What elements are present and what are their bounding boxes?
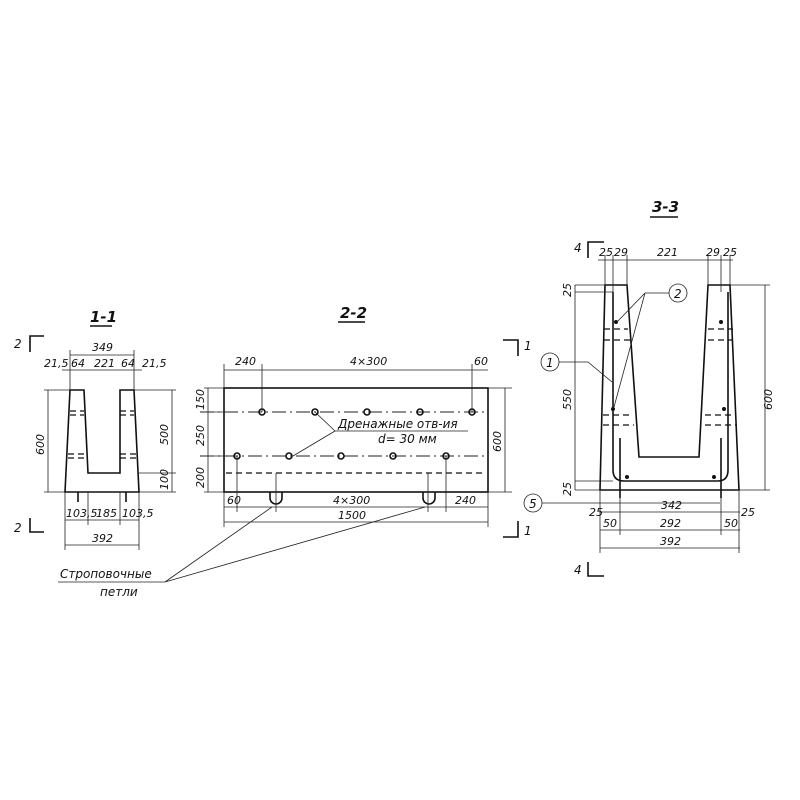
dim-t3: 221 xyxy=(657,246,678,259)
dim-edge-right: 21,5 xyxy=(142,357,167,370)
cut-marker-bottom-bracket xyxy=(587,562,604,577)
drain-holes-hidden xyxy=(603,328,736,426)
dim-height: 600 xyxy=(491,431,504,452)
dim-v2: 250 xyxy=(194,425,207,446)
section-title: 3-3 xyxy=(652,198,679,216)
lift-loops-label-1: Строповочные xyxy=(60,567,152,581)
cut-marker-bottom: 2 xyxy=(14,521,22,535)
dim-b1: 25 xyxy=(589,506,603,519)
dim-base-right: 103,5 xyxy=(122,507,154,520)
cut-marker-top: 1 xyxy=(524,339,532,353)
drain-holes xyxy=(233,408,476,460)
dim-top-right: 60 xyxy=(474,355,488,368)
section-2-2: 2-2 1 1 240 4×300 60 150 250 200 600 60 xyxy=(58,304,532,599)
dim-length: 1500 xyxy=(338,509,366,522)
dim-wall-right: 64 xyxy=(121,357,135,370)
dim-inner: 221 xyxy=(94,357,115,370)
channel-side-view xyxy=(223,387,489,493)
drain-hole xyxy=(363,408,371,416)
dim-349: 349 xyxy=(92,341,113,354)
cut-marker-bottom: 4 xyxy=(574,563,582,577)
cut-marker-top-bracket xyxy=(29,335,44,352)
cut-marker-top-bracket xyxy=(503,339,519,356)
dim-t5: 25 xyxy=(723,246,737,259)
callout-1-leader xyxy=(559,361,613,383)
section-title: 1-1 xyxy=(90,308,117,326)
drain-holes-hidden xyxy=(68,410,136,459)
cut-marker-bottom-bracket xyxy=(503,521,519,538)
section-1-1: 1-1 2 2 349 21,5 64 221 64 21,5 600 500 … xyxy=(14,308,176,550)
dimension-lines xyxy=(574,255,770,553)
drain-hole xyxy=(389,452,397,460)
rebar-vertical-bars xyxy=(619,438,722,498)
cut-marker-bottom: 1 xyxy=(524,524,532,538)
dim-base-mid: 185 xyxy=(96,507,117,520)
drain-hole xyxy=(416,408,424,416)
dim-b2: 342 xyxy=(661,499,682,512)
callout-2-leader xyxy=(613,292,669,408)
dim-height: 600 xyxy=(34,434,47,455)
dim-c2: 292 xyxy=(660,517,681,530)
dimension-lines xyxy=(204,364,512,527)
drain-holes-label: Дренажные отв-ия xyxy=(337,417,458,431)
lifting-loops xyxy=(77,492,127,502)
dim-top-mid: 4×300 xyxy=(350,355,387,368)
dim-l1: 25 xyxy=(561,283,574,297)
section-3-3: 3-3 4 4 25 29 221 29 25 25 550 25 600 25… xyxy=(523,198,775,577)
dimension-lines xyxy=(44,350,176,550)
dim-top-left: 240 xyxy=(235,355,256,368)
section-title: 2-2 xyxy=(340,304,367,322)
dim-v1: 150 xyxy=(194,389,207,410)
dim-wall-left: 64 xyxy=(71,357,85,370)
dim-edge-left: 21,5 xyxy=(44,357,69,370)
dim-v3: 200 xyxy=(194,467,207,488)
dim-l3: 25 xyxy=(561,482,574,496)
dim-bottom-mid: 4×300 xyxy=(333,494,370,507)
dim-b3: 25 xyxy=(741,506,755,519)
drain-leader xyxy=(292,411,468,457)
dim-bottom-right: 240 xyxy=(455,494,476,507)
dim-t4: 29 xyxy=(706,246,720,259)
lift-loop-leader xyxy=(58,506,426,583)
dim-base-left: 103,5 xyxy=(66,507,98,520)
channel-profile xyxy=(599,284,740,491)
channel-profile xyxy=(64,389,140,493)
dim-base: 392 xyxy=(660,535,681,548)
cut-marker-top: 2 xyxy=(14,337,22,351)
dim-floor: 100 xyxy=(158,469,171,490)
cut-marker-top-bracket xyxy=(587,241,604,258)
rebar-u-bar xyxy=(612,292,729,482)
dim-c1: 50 xyxy=(603,517,617,530)
lift-loops-label-2: петли xyxy=(100,585,138,599)
callout-5: 5 xyxy=(529,497,537,511)
dim-t2: 29 xyxy=(614,246,628,259)
cut-marker-top: 4 xyxy=(574,241,582,255)
drain-hole xyxy=(311,408,319,416)
dim-bottom-left: 60 xyxy=(227,494,241,507)
dim-base: 392 xyxy=(92,532,113,545)
drain-diameter-label: d= 30 мм xyxy=(378,432,437,446)
rebar-dots xyxy=(611,320,726,479)
dim-height: 600 xyxy=(762,389,775,410)
dim-t1: 25 xyxy=(599,246,613,259)
dim-l2: 550 xyxy=(561,389,574,410)
cut-marker-bottom-bracket xyxy=(29,518,44,533)
dim-inner-height: 500 xyxy=(158,424,171,445)
dim-c3: 50 xyxy=(724,517,738,530)
drain-hole xyxy=(337,452,345,460)
callout-2: 2 xyxy=(674,287,682,301)
callout-1: 1 xyxy=(546,356,554,370)
drain-hole xyxy=(285,452,293,460)
